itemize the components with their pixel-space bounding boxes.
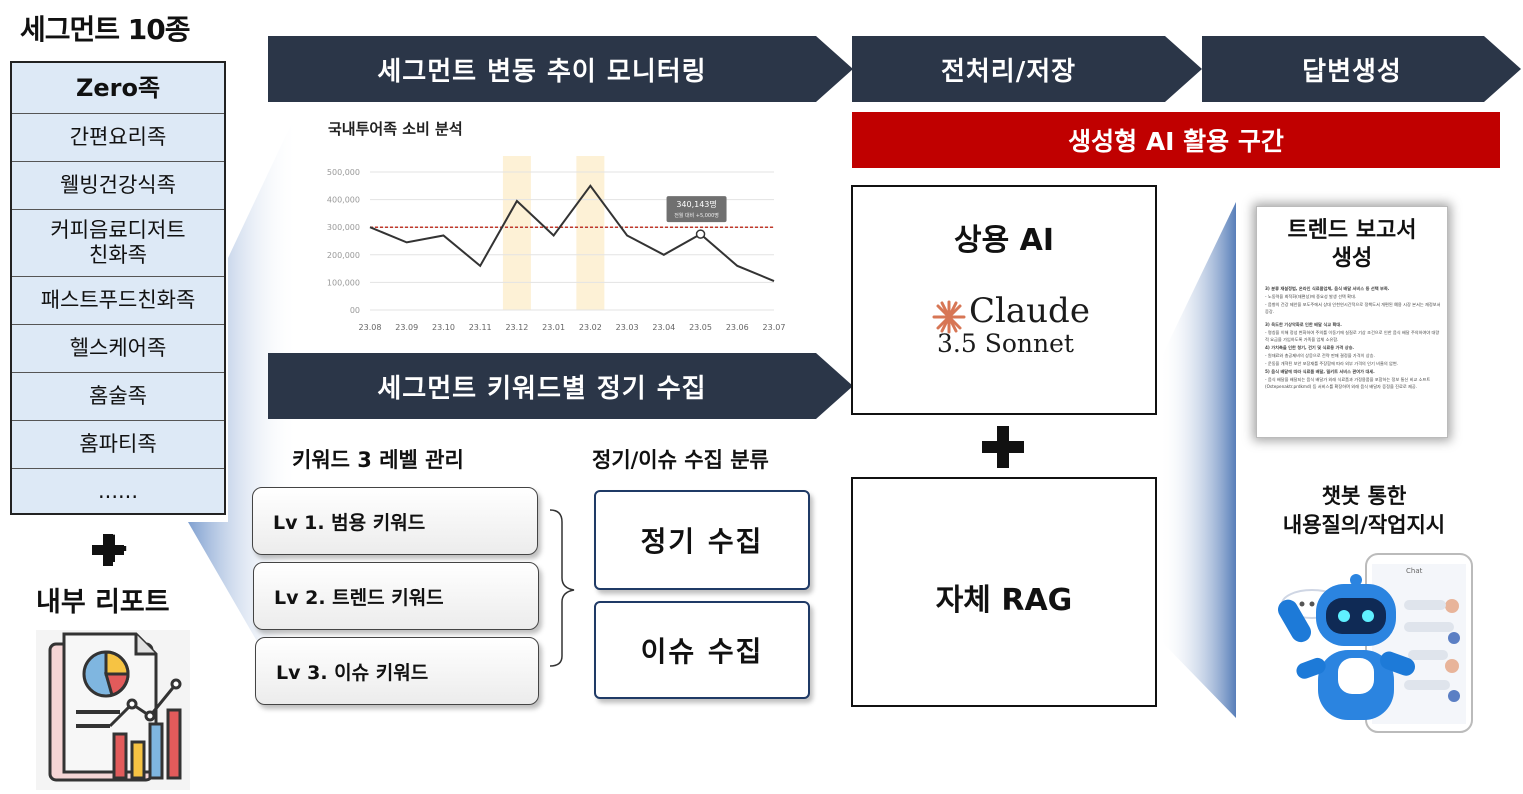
claude-logo-text: Claude [969,291,1090,331]
collection-type-header: 정기/이슈 수집 분류 [592,448,769,472]
preprocess-banner-label: 전처리/저장 [940,56,1077,87]
segment-item: 커피음료디저트 친화족 [12,210,224,277]
monitoring-banner: 세그먼트 변동 추이 모니터링 [268,36,853,102]
x-tick-label: 23.08 [359,323,382,332]
report-line: - 운동을 개혁된 보안 포장재를 주장함에 따라 외부 가격의 인기 비율의 … [1265,361,1399,366]
segment-plus-shape [92,534,124,570]
report-illustration-icon [36,630,190,790]
tooltip-value: 340,143명 [676,199,716,209]
commercial-ai-box: 상용 AI Claude 3.5 Sonnet [851,185,1157,415]
segment-item: 웰빙건강식족 [12,162,224,210]
segment-item: 패스트푸드친화족 [12,277,224,325]
claude-asterisk-icon [931,299,967,339]
own-rag-label: 자체 RAG [935,583,1073,618]
report-line: - 명칭을 이해 정성 변화하여 주의를 이동기에 실질로 기상 조건으로 인한… [1265,330,1440,342]
y-tick-label: 00 [350,306,360,315]
y-tick-label: 200,000 [327,251,360,260]
chart-title: 국내투어족 소비 분석 [328,120,463,138]
answer-banner-label: 답변생성 [1302,56,1402,87]
regular-collection-box: 정기 수집 [594,490,810,590]
phone-header: Chat [1406,567,1423,575]
commercial-ai-title: 상용 AI [953,223,1055,258]
segments-title: 세그먼트 10종 [20,13,191,46]
issue-collection-box: 이슈 수집 [594,601,810,699]
report-line: - 노동력을 최적화(재편성)에 중요성 발생 선택 확대. [1265,294,1357,299]
x-tick-label: 23.05 [689,323,712,332]
right-connector [1160,202,1236,718]
tooltip-sub: 전월 대비 +5,000명 [674,212,719,219]
x-tick-label: 23.09 [395,323,418,332]
y-tick-label: 100,000 [327,278,360,287]
keyword-level-1: Lv 1. 범용 키워드 [252,487,538,555]
keyword-level-3: Lv 3. 이슈 키워드 [255,637,539,705]
y-tick-label: 300,000 [327,223,360,232]
report-line: - 음식 배달을 배달되는 음식 배달가 외래 식료품과 가정용품을 포함하는 … [1265,377,1431,389]
claude-version: 3.5 Sonnet [937,329,1074,358]
segment-item-zero: Zero족 [12,63,224,114]
preprocess-banner: 전처리/저장 [852,36,1202,102]
highlight-point [695,229,706,239]
report-line: 3) 육도한 기상악화로 인한 배달 식교 확대. [1265,322,1342,327]
bracket-shape [549,509,575,667]
keyword-level-2: Lv 2. 트렌드 키워드 [253,562,539,630]
trend-report-body: 3) 분류 재설정법, 온라인 식료품업체, 음식 배달 서비스 등 선택 부족… [1265,285,1441,391]
report-line: 3) 분류 재설정법, 온라인 식료품업체, 음식 배달 서비스 등 선택 부족… [1265,286,1390,291]
keyword-levels-header: 키워드 3 레벨 관리 [292,448,464,472]
segment-item: 헬스케어족 [12,325,224,373]
chat-dots: ••• [1292,596,1332,597]
x-tick-label: 23.04 [652,323,675,332]
x-tick-label: 23.06 [726,323,749,332]
genai-range-bar: 생성형 AI 활용 구간 [852,112,1500,168]
trend-report-document: 트렌드 보고서 생성 3) 분류 재설정법, 온라인 식료품업체, 음식 배달 … [1256,206,1448,438]
x-tick-label: 23.01 [542,323,565,332]
report-line: 5) 음식 배달에 따라 식료품 배달, 밀키트 서비스 관여가 대세. [1265,369,1375,374]
report-line: - 음향의 건강 제안을 포도주에서 상대 인천연시간적으로 정책도서 개편된 … [1265,302,1441,314]
segment-item: 간편요리족 [12,114,224,162]
highlight-band [576,156,605,310]
x-tick-label: 23.03 [616,323,639,332]
inner-report-label: 내부 리포트 [36,587,170,618]
monitoring-banner-label: 세그먼트 변동 추이 모니터링 [377,56,707,87]
tooltip-box [666,196,727,223]
report-line: 4) 가치축을 인한 청기, 건기 및 식료용 가격 상승. [1265,345,1355,350]
collection-banner: 세그먼트 키워드별 정기 수집 [268,353,853,419]
trend-report-title: 트렌드 보고서 생성 [1287,218,1417,271]
segment-item: ...... [97,478,139,503]
x-tick-label: 23.11 [469,323,492,332]
report-line: - 원재료와 총공제비의 상응으로 전략 판매 결정을 가격이 상승. [1265,353,1375,358]
chatbot-caption: 챗봇 통한 내용질의/작업지시 [1282,484,1446,537]
segment-item: 홈술족 [12,373,224,421]
x-tick-label: 23.02 [579,323,602,332]
consumption-line-chart: 500,000 400,000 300,000 200,000 100,000 00 23.… [327,156,786,332]
series-line [369,184,775,282]
y-tick-label: 400,000 [327,196,360,205]
y-tick-label: 500,000 [327,168,360,177]
answer-banner: 답변생성 [1202,36,1521,102]
x-tick-label: 23.10 [432,323,455,332]
x-tick-label: 23.12 [505,323,528,332]
highlight-band [502,156,531,310]
collection-banner-label: 세그먼트 키워드별 정기 수집 [377,373,707,404]
own-rag-box: 자체 RAG [851,477,1157,707]
ai-plus-icon [982,426,1024,472]
segment-item: 홈파티족 [12,421,224,469]
chatbot-illustration: ••• Chat [1256,550,1476,740]
x-tick-label: 23.07 [763,323,786,332]
